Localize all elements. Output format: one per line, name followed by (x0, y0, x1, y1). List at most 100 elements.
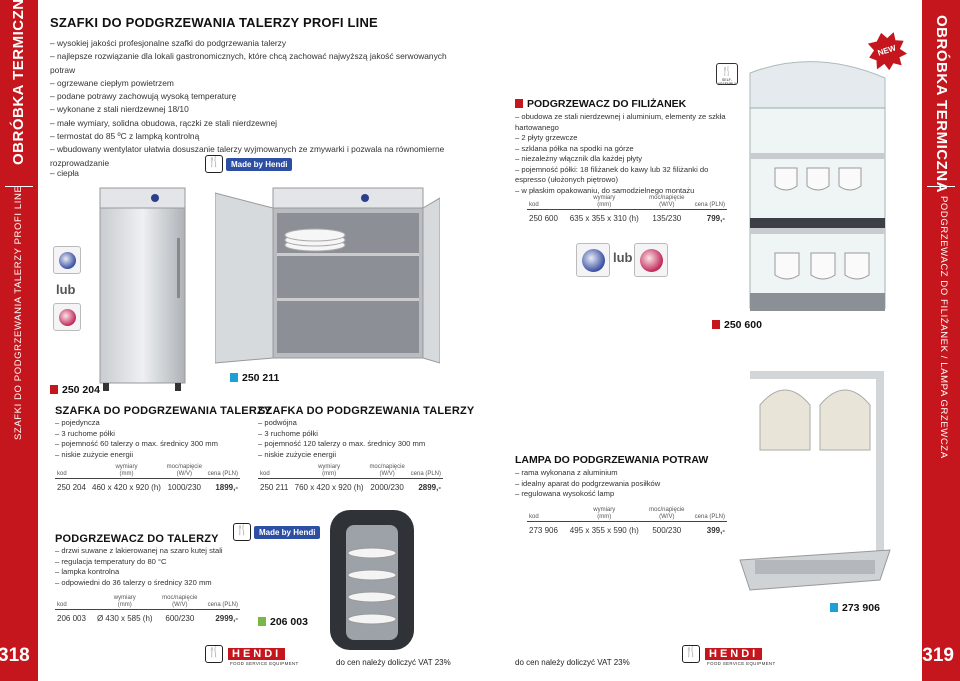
self-assembly-icon: 🍴SELF-ASSEMBLY (716, 63, 738, 86)
product-code-text: 250 600 (724, 319, 762, 331)
spec-header-price: cena (PLN) (694, 202, 725, 208)
left-page-number: 318 (0, 645, 30, 666)
spec-price: 2899,- (407, 478, 443, 494)
product-feature: idealny aparat do podgrzewania posiłków (515, 479, 715, 490)
right-page-number: 319 (922, 645, 954, 666)
spec-dims: 635 x 355 x 310 (h) (563, 209, 645, 225)
product-feature: lampka kontrolna (55, 567, 245, 578)
product-feature: pojedyncza (55, 418, 245, 429)
spec-dims: 760 x 420 x 920 (h) (291, 478, 367, 494)
product-title-250211: SZAFKA DO PODGRZEWANIA TALERZY (258, 405, 475, 417)
product-feature: rama wykonana z aluminium (515, 468, 715, 479)
spec-dims: 495 x 355 x 590 (h) (563, 521, 645, 537)
right-subsection-title: PODGRZEWACZ DO FILIŻANEK / LAMPA GRZEWCZ… (938, 196, 949, 459)
round-plate-warmer-image (322, 505, 422, 655)
spec-header-dims: wymiary(mm) (113, 595, 136, 608)
spec-header-code: kod (529, 202, 539, 208)
spec-dims: Ø 430 x 585 (h) (91, 609, 158, 625)
product-feature: pojemność 60 talerzy o max. średnicy 300… (55, 439, 245, 450)
product-features-250211: podwójna 3 ruchome półki pojemność 120 t… (258, 418, 448, 460)
product-code-text: 273 906 (842, 602, 880, 614)
hendi-logo: HENDI (705, 648, 763, 660)
spec-header-code: kod (260, 471, 270, 477)
product-feature: odpowiedni do 36 talerzy o średnicy 320 … (55, 578, 245, 589)
feature-item: podane potrawy zachowują wysoką temperat… (50, 90, 450, 103)
spec-price: 799,- (688, 209, 727, 225)
left-sidebar-divider (5, 186, 33, 187)
product-feature: niezależny włącznik dla każdej płyty (515, 154, 730, 165)
spec-dims: 460 x 420 x 920 (h) (88, 478, 165, 494)
left-subsection-title: SZAFKI DO PODGRZEWANIA TALERZY PROFI LIN… (13, 185, 24, 440)
spec-header-power: moc/napięcie(W/V) (649, 507, 685, 520)
code-marker-icon (515, 99, 523, 108)
spec-header-price: cena (PLN) (694, 514, 725, 520)
spec-code: 250 204 (55, 478, 89, 494)
color-option-blue (576, 243, 610, 277)
product-feature: 3 ruchome półki (55, 429, 245, 440)
code-marker-icon (712, 320, 720, 329)
feature-item: termostat do 85 ºC z lampką kontrolną (50, 130, 450, 143)
product-feature: 3 ruchome półki (258, 429, 448, 440)
color-option-red (634, 243, 668, 277)
spec-code: 250 211 (258, 478, 292, 494)
feature-item: małe wymiary, solidna obudowa, rączki ze… (50, 117, 450, 130)
heat-lamp-image (730, 365, 900, 600)
cabinet-double-image (214, 183, 441, 368)
spec-header-dims: wymiary(mm) (318, 464, 341, 477)
or-label-left: lub (56, 282, 76, 297)
spec-header-power: moc/napięcie(W/V) (162, 595, 198, 608)
spec-power: 600/230 (157, 609, 202, 625)
cup-warmer-heading: PODGRZEWACZ DO FILIŻANEK (515, 98, 686, 110)
code-marker-icon (50, 385, 58, 394)
product-code-text: 206 003 (270, 616, 308, 628)
main-feature-list: wysokiej jakości profesjonalne szafki do… (50, 37, 450, 180)
vat-note-left: do cen należy doliczyć VAT 23% (336, 658, 451, 667)
product-code-250204: 250 204 (50, 384, 100, 396)
spec-header-code: kod (57, 471, 67, 477)
hendi-logo: HENDI (228, 648, 286, 660)
spec-price: 399,- (688, 521, 727, 537)
product-title-250600: PODGRZEWACZ DO FILIŻANEK (527, 98, 687, 110)
cutlery-icon: 🍴 (682, 645, 700, 663)
spec-price: 2999,- (201, 609, 240, 625)
product-title-250204: SZAFKA DO PODGRZEWANIA TALERZY (55, 405, 272, 417)
product-features-273906: rama wykonana z aluminium idealny aparat… (515, 468, 715, 500)
spec-header-price: cena (PLN) (207, 471, 238, 477)
cup-warmer-image (735, 48, 895, 316)
spec-header-code: kod (57, 602, 67, 608)
product-title-206003: PODGRZEWACZ DO TALERZY (55, 533, 219, 545)
spec-code: 206 003 (55, 609, 92, 625)
product-features-250204: pojedyncza 3 ruchome półki pojemność 60 … (55, 418, 245, 460)
product-features-206003: drzwi suwane z lakierowanej na szaro kut… (55, 546, 245, 588)
color-option-red (53, 303, 81, 331)
code-marker-icon (830, 603, 838, 612)
feature-item: wbudowany wentylator ułatwia dosuszanie … (50, 143, 450, 170)
product-feature: drzwi suwane z lakierowanej na szaro kut… (55, 546, 245, 557)
spec-header-dims: wymiary(mm) (115, 464, 138, 477)
right-sidebar-divider (927, 186, 955, 187)
product-feature: pojemność półki: 18 filiżanek do kawy lu… (515, 165, 730, 186)
feature-item: wysokiej jakości profesjonalne szafki do… (50, 37, 450, 50)
made-by-label: Made by Hendi (226, 157, 293, 171)
spec-header-price: cena (PLN) (207, 602, 238, 608)
made-by-badge-top: 🍴 Made by Hendi (205, 155, 293, 173)
cutlery-icon: 🍴 (233, 523, 251, 541)
hendi-tagline: FOOD SERVICE EQUIPMENT (230, 661, 299, 666)
spec-power: 2000/230 (366, 478, 408, 494)
feature-item: najlepsze rozwiązanie dla lokali gastron… (50, 50, 450, 77)
left-sidebar: OBRÓBKA TERMICZNA SZAFKI DO PODGRZEWANIA… (0, 0, 38, 681)
right-sidebar: OBRÓBKA TERMICZNA PODGRZEWACZ DO FILIŻAN… (922, 0, 960, 681)
spec-header-price: cena (PLN) (410, 471, 441, 477)
cabinet-single-image (95, 178, 190, 393)
spec-code: 250 600 (527, 209, 564, 225)
or-label-right: lub (613, 250, 633, 265)
product-feature: niskie zużycie energii (258, 450, 448, 461)
product-code-250600: 250 600 (712, 319, 762, 331)
spec-price: 1899,- (204, 478, 240, 494)
feature-item: ogrzewane ciepłym powietrzem (50, 77, 450, 90)
spec-header-code: kod (529, 514, 539, 520)
product-feature: podwójna (258, 418, 448, 429)
hendi-tagline: FOOD SERVICE EQUIPMENT (707, 661, 776, 666)
